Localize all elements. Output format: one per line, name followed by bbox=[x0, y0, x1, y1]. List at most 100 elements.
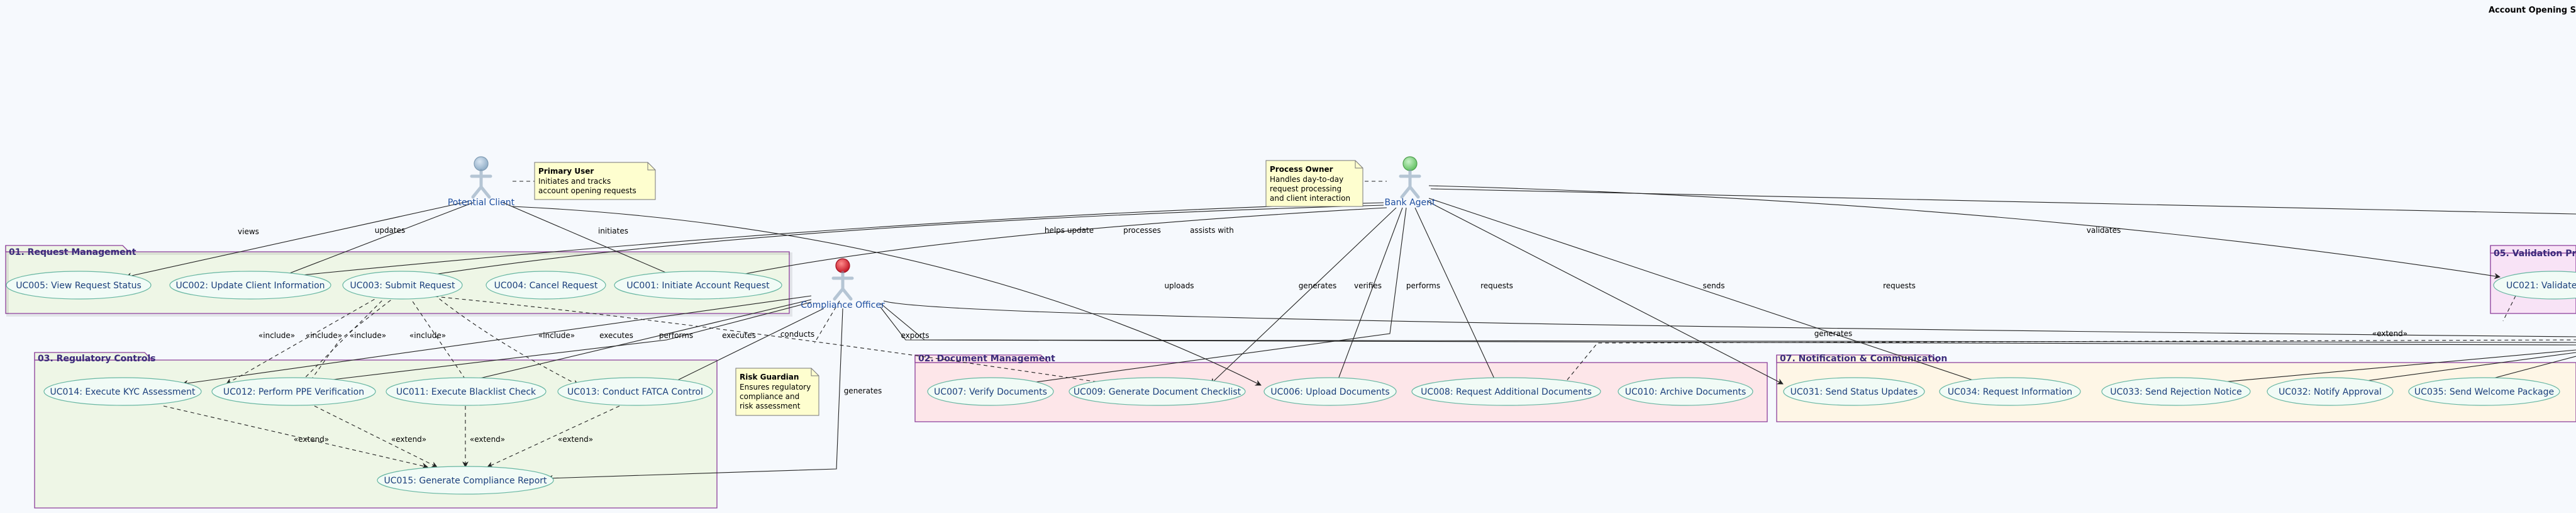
edge-label: helps update bbox=[1045, 226, 1094, 235]
use-case-uc002[interactable]: UC002: Update Client Information bbox=[169, 271, 331, 300]
use-case-uc013[interactable]: UC013: Conduct FATCA Control bbox=[557, 377, 713, 406]
edge-requests-bank bbox=[1414, 207, 1497, 385]
edge-include-6 bbox=[433, 294, 579, 386]
use-case-label: UC001: Initiate Account Request bbox=[626, 281, 770, 291]
edge-co-offscreen-2 bbox=[880, 303, 2576, 343]
note-line: Handles day-to-day bbox=[1270, 175, 1343, 184]
edge-label: «include» bbox=[538, 331, 575, 340]
edge-label: processes bbox=[1123, 226, 1161, 235]
use-case-label: UC015: Generate Compliance Report bbox=[384, 476, 547, 486]
edge-validation-out bbox=[2502, 295, 2516, 322]
edge-label: uploads bbox=[1164, 281, 1194, 290]
edge-validates bbox=[1428, 185, 2501, 279]
edge-label: requests bbox=[1883, 281, 1916, 290]
edge-label: «extend» bbox=[558, 435, 593, 444]
note-line: account opening requests bbox=[538, 186, 636, 195]
package-label: 02. Document Management bbox=[918, 354, 1055, 364]
note-line: risk assessment bbox=[740, 402, 801, 410]
edge-label: generates bbox=[1299, 281, 1337, 290]
use-case-uc001[interactable]: UC001: Initiate Account Request bbox=[614, 271, 782, 300]
edge-initiates bbox=[502, 202, 677, 278]
note-line: request processing bbox=[1270, 184, 1341, 193]
use-case-uc010[interactable]: UC010: Archive Documents bbox=[1618, 377, 1753, 406]
edge-include-3 bbox=[308, 295, 397, 385]
use-case-label: UC010: Archive Documents bbox=[1625, 387, 1746, 397]
edge-include-5 bbox=[427, 295, 1120, 388]
note-process-owner: Process Owner Handles day-to-day request… bbox=[1265, 160, 1363, 207]
use-case-uc003[interactable]: UC003: Submit Request bbox=[342, 271, 463, 300]
use-case-uc009[interactable]: UC009: Generate Document Checklist bbox=[1069, 377, 1246, 406]
edge-label: exports bbox=[901, 331, 929, 340]
use-case-uc005[interactable]: UC005: View Request Status bbox=[6, 271, 152, 300]
edge-labels: views updates initiates helps update pro… bbox=[238, 226, 2407, 444]
use-case-uc021[interactable]: UC021: Validate bbox=[2493, 271, 2576, 300]
edge-label: «include» bbox=[350, 331, 386, 340]
use-case-label: UC034: Request Information bbox=[1948, 387, 2072, 397]
edge-label: «extend» bbox=[294, 435, 329, 444]
edge-label: generates bbox=[844, 386, 882, 395]
use-case-label: UC011: Execute Blacklist Check bbox=[396, 387, 536, 397]
use-case-label: UC009: Generate Document Checklist bbox=[1074, 387, 1241, 397]
use-case-uc006[interactable]: UC006: Upload Documents bbox=[1263, 377, 1397, 406]
edge-label: generates bbox=[1814, 329, 1853, 338]
edge-label: validates bbox=[2087, 226, 2121, 235]
actor-bank-agent[interactable]: Bank Agent bbox=[1384, 156, 1436, 208]
use-case-uc004[interactable]: UC004: Cancel Request bbox=[486, 271, 606, 300]
edge-label: «extend» bbox=[470, 435, 505, 444]
use-case-uc011[interactable]: UC011: Execute Blacklist Check bbox=[386, 377, 547, 406]
use-case-label: UC021: Validate bbox=[2506, 281, 2576, 291]
use-case-label: UC003: Submit Request bbox=[350, 281, 455, 291]
edge-generates-co bbox=[547, 308, 843, 482]
edge-performs-co bbox=[295, 302, 812, 386]
use-case-label: UC008: Request Additional Documents bbox=[1421, 387, 1592, 397]
edge-label: executes bbox=[599, 331, 633, 340]
use-case-label: UC031: Send Status Updates bbox=[1790, 387, 1918, 397]
use-case-label: UC032: Notify Approval bbox=[2279, 387, 2382, 397]
use-case-uc032[interactable]: UC032: Notify Approval bbox=[2267, 377, 2394, 406]
edge-label: initiates bbox=[598, 227, 628, 235]
note-line: and client interaction bbox=[1270, 194, 1350, 203]
actor-compliance-officer[interactable]: Compliance Officer bbox=[801, 258, 885, 310]
edge-include-1 bbox=[226, 295, 381, 385]
note-line: Initiates and tracks bbox=[538, 177, 611, 186]
use-case-label: UC007: Verify Documents bbox=[934, 387, 1047, 397]
edge-in-uc032 bbox=[2342, 352, 2576, 386]
use-case-label: UC006: Upload Documents bbox=[1270, 387, 1389, 397]
use-case-uc031[interactable]: UC031: Send Status Updates bbox=[1783, 377, 1925, 406]
edge-label: «include» bbox=[258, 331, 295, 340]
edge-label: executes bbox=[722, 331, 756, 340]
edge-views bbox=[125, 201, 469, 279]
edge-conducts bbox=[669, 308, 824, 385]
note-primary-user: Primary User Initiates and tracks accoun… bbox=[534, 162, 656, 200]
use-case-uc033[interactable]: UC033: Send Rejection Notice bbox=[2101, 377, 2251, 406]
edge-helps-update bbox=[282, 202, 1384, 280]
edge-processes bbox=[418, 205, 1384, 279]
actor-name: Bank Agent bbox=[1384, 198, 1436, 208]
edge-label: performs bbox=[1406, 281, 1440, 290]
edge-label: sends bbox=[1702, 281, 1724, 290]
use-case-uc007[interactable]: UC007: Verify Documents bbox=[927, 377, 1054, 406]
actor-potential-client[interactable]: Potential Client bbox=[448, 156, 515, 208]
note-risk-guardian: Risk Guardian Ensures regulatory complia… bbox=[735, 368, 819, 416]
actor-head-icon bbox=[474, 156, 489, 171]
use-case-uc012[interactable]: UC012: Perform PPE Verification bbox=[211, 377, 376, 406]
use-case-label: UC005: View Request Status bbox=[16, 281, 142, 291]
use-case-uc035[interactable]: UC035: Send Welcome Package bbox=[2408, 377, 2560, 406]
use-case-label: UC004: Cancel Request bbox=[494, 281, 598, 291]
use-case-uc034[interactable]: UC034: Request Information bbox=[1939, 377, 2081, 406]
edge-label: «include» bbox=[409, 331, 446, 340]
edge-label: requests bbox=[1480, 281, 1513, 290]
edge-sends bbox=[1427, 201, 1784, 385]
edge-label: conducts bbox=[780, 330, 814, 339]
note-line: Ensures regulatory bbox=[740, 383, 811, 392]
use-case-uc008[interactable]: UC008: Request Additional Documents bbox=[1411, 377, 1601, 406]
edge-uploads bbox=[512, 206, 1262, 386]
use-cases: UC005: View Request Status UC002: Update… bbox=[6, 271, 2576, 495]
edge-extend-1 bbox=[163, 405, 428, 469]
use-case-uc015[interactable]: UC015: Generate Compliance Report bbox=[377, 466, 554, 495]
edge-label: verifies bbox=[1354, 281, 1382, 290]
edge-generates-bank bbox=[1210, 207, 1397, 385]
edge-performs-bank bbox=[1021, 207, 1407, 386]
use-case-uc014[interactable]: UC014: Execute KYC Assessment bbox=[43, 377, 202, 406]
note-title: Primary User bbox=[538, 167, 594, 176]
